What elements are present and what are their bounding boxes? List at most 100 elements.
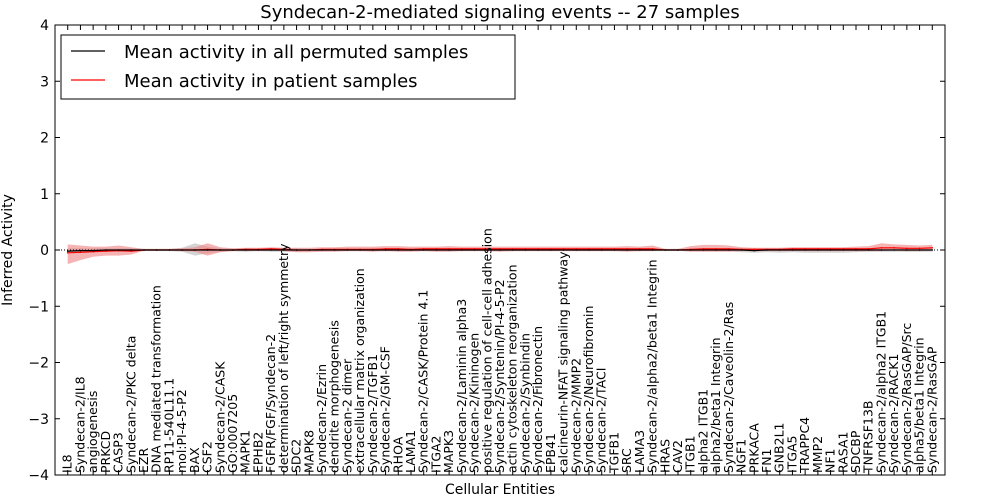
x-tick-label: HRAS — [657, 439, 672, 473]
data-point-s1-0 — [66, 250, 69, 252]
data-point-s1-1 — [79, 249, 82, 252]
y-tick-label: −1 — [28, 299, 49, 315]
x-tick-label: NGF1 — [734, 439, 749, 473]
x-tick-label: Syndecan-2/IL8 — [72, 376, 87, 473]
x-tick-label: alpha2 ITGB1 — [695, 389, 710, 473]
data-point-s1-21 — [333, 249, 336, 251]
data-point-s1-52 — [728, 249, 730, 251]
data-point-s1-40 — [575, 249, 578, 251]
data-point-s1-57 — [791, 249, 794, 251]
data-point-s2-3 — [105, 250, 107, 252]
data-point-s1-20 — [321, 249, 323, 251]
data-point-s2-32 — [473, 248, 476, 250]
x-tick-label: PRKCD — [98, 431, 113, 473]
data-point-s1-56 — [778, 249, 781, 251]
x-tick-label: MAPK1 — [238, 430, 253, 473]
legend-box — [60, 34, 516, 100]
data-point-s1-41 — [588, 249, 590, 251]
data-point-s2-67 — [918, 247, 921, 250]
x-tick-label: ITGB1 — [683, 435, 698, 473]
plot-area: −4−3−2−101234IL8Syndecan-2/IL8angiogenes… — [28, 18, 946, 484]
data-point-s2-30 — [448, 248, 450, 250]
x-tick-label: Syndecan-2/RACK1 — [886, 354, 901, 473]
chart-title: Syndecan-2-mediated signaling events -- … — [260, 2, 739, 23]
x-tick-label: Syndecan-2 dimer — [339, 358, 354, 473]
data-point-s1-44 — [626, 249, 628, 251]
data-point-s1-10 — [194, 249, 196, 251]
data-point-s1-4 — [117, 249, 120, 251]
x-tick-label: CASP3 — [111, 432, 126, 473]
x-tick-label: Syndecan-2/Neurofibromin — [581, 306, 596, 473]
data-point-s2-2 — [92, 250, 94, 253]
data-point-s2-42 — [600, 248, 603, 250]
data-point-s1-64 — [880, 249, 883, 251]
data-point-s2-36 — [524, 248, 527, 250]
data-point-s1-5 — [130, 249, 133, 251]
x-tick-label: EPHB2 — [250, 432, 265, 473]
x-tick-label: ITGA5 — [784, 435, 799, 473]
x-axis-label: Cellular Entities — [445, 482, 555, 498]
data-point-s1-55 — [766, 249, 768, 251]
x-tick-label: SDC2 — [289, 439, 304, 473]
x-tick-label: Syndecan-2/TGFB1 — [365, 354, 380, 473]
y-tick-label: −4 — [28, 468, 49, 484]
y-tick-label: 2 — [40, 131, 49, 147]
data-point-s2-61 — [842, 248, 845, 250]
data-point-s1-31 — [461, 249, 463, 251]
data-point-s1-37 — [537, 249, 539, 251]
data-point-s2-45 — [639, 248, 641, 250]
x-tick-label: Syndecan-2/CASK — [212, 361, 227, 473]
data-point-s2-1 — [79, 251, 82, 254]
data-point-s1-18 — [295, 249, 298, 251]
data-point-s1-22 — [346, 249, 349, 251]
data-point-s2-62 — [855, 248, 857, 250]
x-tick-label: EPB41 — [543, 433, 558, 473]
data-point-s2-40 — [575, 248, 578, 250]
data-point-s2-16 — [270, 248, 272, 250]
x-tick-label: Syndecan-2/CASK/Protein 4.1 — [416, 290, 431, 473]
x-tick-label: RASA1 — [835, 432, 850, 473]
x-tick-label: ITGA2 — [428, 435, 443, 473]
x-tick-label: Syndecan-2/Fibronectin — [530, 326, 545, 473]
y-tick-label: −2 — [28, 356, 49, 372]
x-tick-label: Syndecan-2/alpha2 ITGB1 — [873, 311, 888, 473]
data-point-s2-44 — [626, 248, 628, 250]
y-tick-label: 3 — [40, 74, 49, 90]
data-point-s1-53 — [740, 249, 743, 251]
data-point-s1-6 — [143, 249, 145, 251]
data-point-s1-32 — [473, 249, 476, 251]
data-point-s1-35 — [511, 249, 514, 251]
data-point-s1-13 — [232, 249, 234, 251]
x-tick-label: Syndecan-2/Ezrin — [314, 364, 329, 473]
x-tick-label: alpha2/beta1 Integrin — [708, 337, 723, 473]
data-point-s2-52 — [728, 248, 730, 250]
data-point-s1-38 — [550, 249, 552, 251]
y-tick-label: −3 — [28, 412, 49, 428]
data-point-s1-16 — [270, 249, 272, 251]
data-point-s2-34 — [499, 248, 501, 250]
x-tick-label: LAMA3 — [632, 430, 647, 473]
y-tick-label: 4 — [40, 18, 49, 34]
x-tick-label: PRKACA — [746, 423, 761, 473]
x-tick-label: SDCBP — [848, 430, 863, 473]
x-tick-label: CSF2 — [200, 441, 215, 473]
data-point-s2-25 — [384, 248, 387, 250]
x-tick-label: Syndecan-2/alpha2/beta1 Integrin — [645, 259, 660, 473]
data-point-s2-39 — [562, 248, 565, 250]
data-point-s2-54 — [753, 248, 756, 251]
data-point-s2-50 — [702, 248, 705, 250]
data-point-s1-51 — [715, 249, 717, 251]
data-point-s1-61 — [842, 249, 845, 251]
data-point-s1-26 — [397, 249, 400, 251]
data-point-s1-17 — [283, 249, 285, 251]
data-point-s2-29 — [435, 248, 438, 250]
data-point-s1-33 — [486, 249, 489, 251]
data-point-s1-59 — [817, 249, 819, 251]
x-tick-label: IL8 — [60, 454, 75, 473]
x-tick-label: alpha5/beta1 Integrin — [912, 337, 927, 473]
x-tick-label: CAV2 — [670, 440, 685, 473]
data-point-s2-57 — [791, 248, 794, 250]
x-tick-label: Syndecan-2/GM-CSF — [378, 346, 393, 473]
data-point-s1-68 — [931, 249, 934, 251]
